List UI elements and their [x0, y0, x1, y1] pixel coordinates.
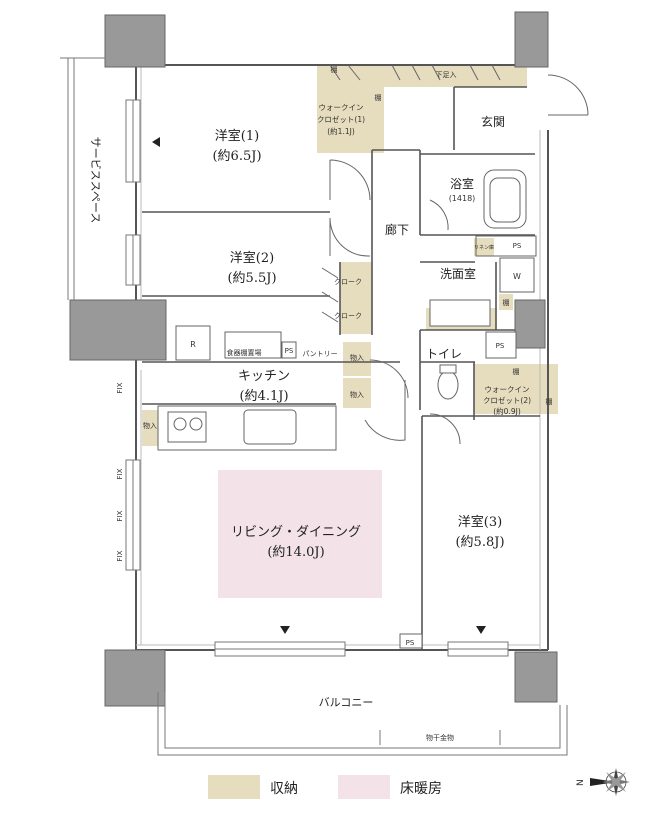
label-refrigerator: R — [190, 340, 196, 349]
label-wic1-size: (約1.1J) — [327, 126, 355, 136]
windows — [125, 99, 509, 657]
label-shelf-wic2: 棚 — [513, 367, 520, 376]
label-cloak-upper: クローク — [334, 278, 362, 286]
legend-swatch-storage — [208, 775, 260, 799]
label-ps-kitchen: PS — [285, 347, 294, 355]
size-living: (約14.0J) — [267, 545, 324, 560]
label-toilet: トイレ — [426, 347, 462, 361]
window-marker-west1 — [152, 137, 160, 147]
label-shelf-wash: 棚 — [503, 298, 510, 307]
label-pantry: パントリー — [302, 350, 337, 358]
washing-machine — [499, 257, 535, 293]
label-fix-2: FIX — [116, 468, 124, 479]
label-ps-toilet: PS — [496, 342, 505, 350]
label-ps-wash: PS — [513, 242, 522, 250]
label-fix-3: FIX — [116, 510, 124, 521]
label-store-1: 物入 — [350, 353, 364, 362]
label-cloak-lower: クローク — [334, 312, 362, 320]
label-bath: 浴室 — [450, 176, 474, 191]
label-ps-living: PS — [406, 639, 415, 647]
toilet-bowl — [437, 370, 459, 400]
label-washer: W — [513, 272, 521, 281]
label-fix-4: FIX — [116, 550, 124, 561]
storage-cloak — [340, 262, 372, 334]
label-wic1-line1: ウォークイン — [319, 103, 364, 112]
label-balcony: バルコニー — [319, 696, 374, 709]
structural-columns — [69, 11, 558, 707]
label-linen: リネン庫 — [474, 244, 494, 251]
label-entrance: 玄関 — [481, 114, 505, 129]
storage-shelf-upper — [372, 87, 384, 153]
storage-pantry-1 — [343, 342, 371, 376]
kitchen-counter — [157, 405, 337, 451]
label-fix-1: FIX — [116, 382, 124, 393]
size-bath: (1418) — [449, 194, 476, 203]
label-service-space: サービススペース — [89, 137, 102, 224]
legend-swatch-floor-heating — [338, 775, 390, 799]
window-marker-west3 — [476, 626, 486, 634]
kitchen-sink — [243, 409, 297, 445]
legend-label-storage: 収納 — [270, 781, 298, 797]
storage-shoe-rack — [372, 65, 527, 87]
label-store-kitchen: 物入 — [143, 421, 157, 430]
size-kitchen: (約4.1J) — [239, 389, 288, 404]
label-living: リビング・ダイニング — [231, 525, 361, 540]
balcony-outline — [157, 692, 568, 756]
storage-wash-shelf — [499, 294, 513, 310]
size-western2: (約5.5J) — [227, 271, 276, 286]
label-laundry: 物干金物 — [426, 733, 454, 742]
label-shoe-rack: 下足入 — [436, 71, 457, 79]
compass-north-label: N — [576, 779, 586, 786]
refrigerator — [175, 325, 211, 361]
storage-linen — [474, 238, 494, 256]
label-wic2-line1: ウォークイン — [485, 385, 530, 394]
label-shelf-side: 棚 — [375, 93, 382, 102]
washbasin — [429, 299, 491, 327]
window-marker-living — [280, 626, 290, 634]
label-wic1-line2: クロゼット(1) — [317, 114, 365, 124]
label-dish-cabinet: 食器棚置場 — [227, 348, 262, 357]
service-space-outline — [60, 57, 105, 300]
storage-wic2 — [474, 364, 558, 414]
label-western2: 洋室(2) — [230, 250, 274, 266]
interior-walls — [142, 86, 540, 650]
label-corridor: 廊下 — [385, 222, 409, 237]
storage-wic1 — [317, 65, 372, 153]
fixtures — [157, 169, 537, 649]
label-wic2-size: (約0.9J) — [493, 406, 521, 416]
floor-heating-area — [218, 470, 382, 598]
legend-label-floor-heating: 床暖房 — [400, 781, 442, 797]
size-western1: (約6.5J) — [212, 149, 261, 164]
size-western3: (約5.8J) — [455, 535, 504, 550]
storage-kitchen-store — [142, 410, 158, 446]
storage-pantry-2 — [343, 378, 371, 408]
doors — [321, 64, 589, 445]
label-kitchen: キッチン — [238, 369, 290, 384]
label-shelf-top: 棚 — [331, 65, 338, 74]
label-store-2: 物入 — [350, 390, 364, 399]
label-wic2-line2: クロゼット(2) — [483, 395, 531, 405]
label-washroom: 洗面室 — [440, 266, 476, 281]
label-western1: 洋室(1) — [215, 128, 259, 144]
compass-icon — [590, 768, 630, 796]
label-western3: 洋室(3) — [458, 514, 502, 530]
label-shelf-wic2-side: 棚 — [546, 397, 553, 406]
